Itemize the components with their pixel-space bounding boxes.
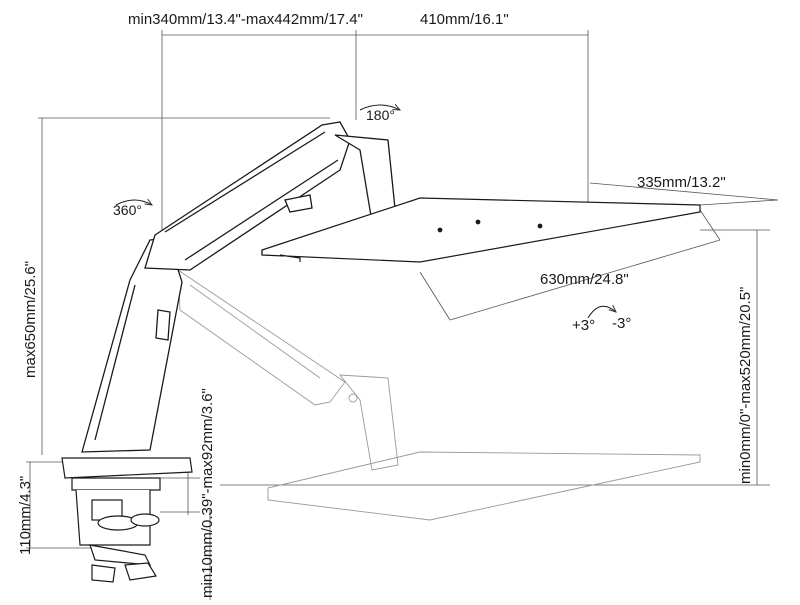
rotation-arrows (115, 105, 616, 319)
max-height-label: max650mm/25.6" (22, 260, 39, 378)
tilt-down-label: -3° (612, 315, 632, 332)
tray-width-label: 630mm/24.8" (540, 271, 629, 288)
tray-depth-label: 335mm/13.2" (637, 174, 726, 191)
offset-width-label: 410mm/16.1" (420, 11, 509, 28)
arm-column (81, 237, 183, 453)
upper-arm (144, 121, 397, 271)
arm-reach-label: min340mm/13.4"-max442mm/17.4" (128, 11, 363, 28)
lowered-position-outline (177, 269, 701, 521)
clamp-range-label: min10mm/0.39"-max92mm/3.6" (199, 388, 216, 598)
swivel-base-label: 360° (113, 202, 142, 218)
clamp-height-label: 110mm/4.3" (17, 475, 34, 555)
swivel-head-label: 180° (366, 107, 395, 123)
tilt-up-label: +3° (572, 317, 596, 334)
keyboard-tray (261, 197, 701, 263)
dimension-lines (26, 30, 779, 600)
desk-clamp (61, 457, 193, 583)
lift-range-label: min0mm/0"-max520mm/20.5" (737, 286, 754, 484)
